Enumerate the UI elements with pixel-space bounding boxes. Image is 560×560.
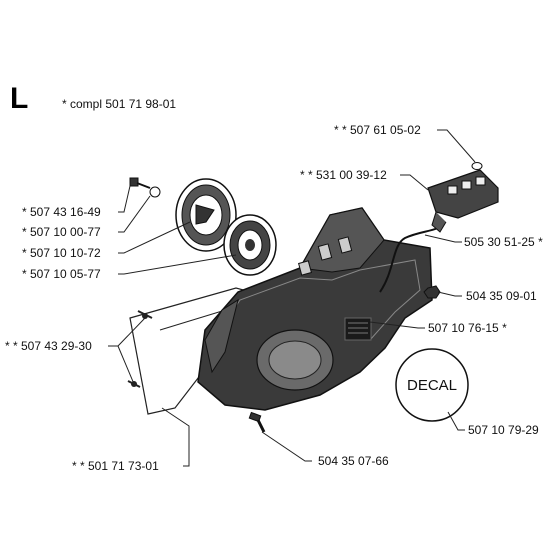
air-vents — [344, 317, 372, 341]
callout-label: 507 10 76-15 * — [428, 321, 507, 335]
pulley-washer — [149, 186, 161, 198]
callout-label: * 507 43 16-49 — [22, 205, 101, 219]
starter-illustration: DECAL — [127, 162, 499, 433]
callout-label: * 507 10 05-77 — [22, 267, 101, 281]
assembly-note: * compl 501 71 98-01 — [62, 97, 176, 111]
callout-label: * * 507 43 29-30 — [5, 339, 92, 353]
pulley-screw — [129, 177, 151, 189]
decal-circle — [395, 348, 469, 422]
callout-label: * * 507 61 05-02 — [334, 123, 421, 137]
callout-label: 504 35 07-66 — [318, 454, 389, 468]
rope-pulley — [175, 178, 237, 252]
callout-label: * 507 10 10-72 — [22, 246, 101, 260]
callout-label: * * 501 71 73-01 — [72, 459, 159, 473]
leader-lines — [108, 129, 476, 467]
bottom-bolt — [248, 411, 266, 433]
housing-nut — [423, 285, 441, 299]
callout-labels: * * 507 61 05-02 * * 531 00 39-12 505 30… — [5, 123, 543, 473]
decal-text: DECAL — [407, 377, 457, 394]
callout-label: 504 35 09-01 — [466, 289, 537, 303]
starter-rope — [379, 227, 439, 293]
rope-washer — [471, 162, 483, 170]
return-spring — [223, 214, 277, 276]
callout-label: * * 531 00 39-12 — [300, 168, 387, 182]
callout-label: 507 10 79-29 — [468, 423, 539, 437]
starter-handle — [427, 169, 499, 219]
section-letter: L — [10, 82, 28, 115]
callout-label: * 507 10 00-77 — [22, 225, 101, 239]
callout-label: 505 30 51-25 * — [464, 235, 543, 249]
